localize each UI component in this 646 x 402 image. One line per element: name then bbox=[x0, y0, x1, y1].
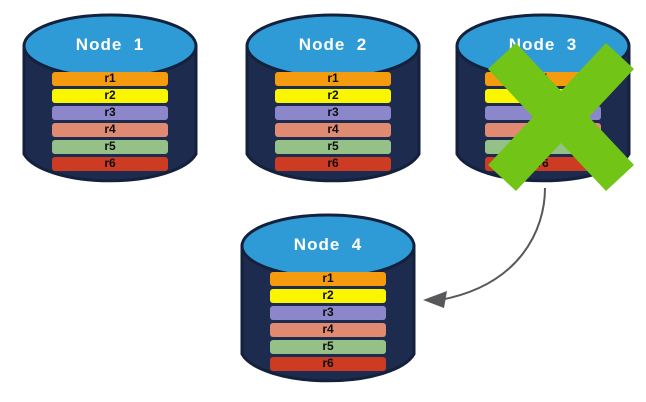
record-r2[interactable]: r2 bbox=[270, 289, 386, 303]
node-1[interactable]: Node 1 r1 r2 r3 r4 r5 r6 bbox=[22, 12, 198, 188]
record-r6[interactable]: r6 bbox=[275, 157, 391, 171]
node-4[interactable]: Node 4 r1 r2 r3 r4 r5 r6 bbox=[240, 212, 416, 388]
record-r1[interactable]: r1 bbox=[52, 72, 168, 86]
record-r6[interactable]: r6 bbox=[270, 357, 386, 371]
record-r4[interactable]: r4 bbox=[270, 323, 386, 337]
record-r4[interactable]: r4 bbox=[52, 123, 168, 137]
record-r2[interactable]: r2 bbox=[485, 89, 601, 103]
record-r6[interactable]: r6 bbox=[485, 157, 601, 171]
node-4-records: r1 r2 r3 r4 r5 r6 bbox=[240, 272, 416, 371]
record-r1[interactable]: r1 bbox=[270, 272, 386, 286]
record-r3[interactable]: r3 bbox=[485, 106, 601, 120]
record-r3[interactable]: r3 bbox=[275, 106, 391, 120]
record-r5[interactable]: r5 bbox=[52, 140, 168, 154]
record-r6[interactable]: r6 bbox=[52, 157, 168, 171]
record-r1[interactable]: r1 bbox=[275, 72, 391, 86]
arrow-head-icon bbox=[423, 291, 447, 308]
record-r5[interactable]: r5 bbox=[275, 140, 391, 154]
record-r2[interactable]: r2 bbox=[275, 89, 391, 103]
record-r5[interactable]: r5 bbox=[485, 140, 601, 154]
node-3[interactable]: Node 3 r1 r2 r3 r4 r5 r6 bbox=[455, 12, 634, 191]
record-r2[interactable]: r2 bbox=[52, 89, 168, 103]
record-r5[interactable]: r5 bbox=[270, 340, 386, 354]
node-3-records: r1 r2 r3 r4 r5 r6 bbox=[455, 72, 631, 171]
node-1-records: r1 r2 r3 r4 r5 r6 bbox=[22, 72, 198, 171]
record-r1[interactable]: r1 bbox=[485, 72, 601, 86]
node-2[interactable]: Node 2 r1 r2 r3 r4 r5 r6 bbox=[245, 12, 421, 188]
record-r4[interactable]: r4 bbox=[485, 123, 601, 137]
record-r3[interactable]: r3 bbox=[270, 306, 386, 320]
node-2-records: r1 r2 r3 r4 r5 r6 bbox=[245, 72, 421, 171]
record-r3[interactable]: r3 bbox=[52, 106, 168, 120]
record-r4[interactable]: r4 bbox=[275, 123, 391, 137]
